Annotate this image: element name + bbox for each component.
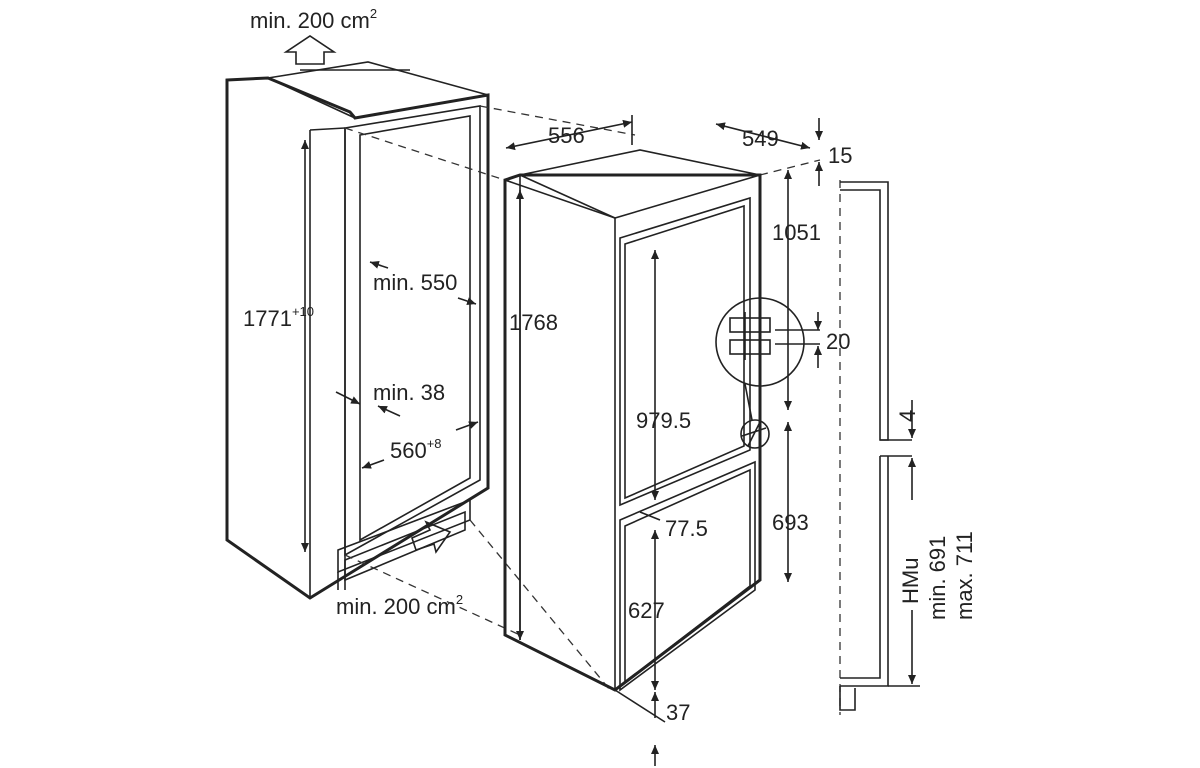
lower-section-label: 693 bbox=[772, 510, 809, 535]
door-gap-label: 4 bbox=[895, 410, 920, 422]
appliance-height-label: 1768 bbox=[509, 310, 558, 335]
niche-cabinet bbox=[225, 61, 490, 600]
upper-door-label: 979.5 bbox=[636, 408, 691, 433]
hmu-max-label: max. 711 bbox=[952, 531, 977, 620]
vent-bottom-arrow-icon bbox=[411, 520, 452, 554]
appliance-width-label: 556 bbox=[548, 123, 585, 148]
top-gap-label: 15 bbox=[828, 143, 852, 168]
vent-top-label: min. 200 cm2 bbox=[250, 6, 377, 33]
hinge-gap-label: 20 bbox=[826, 329, 850, 354]
appliance-depth-label: 549 bbox=[742, 126, 779, 151]
lower-door-label: 627 bbox=[628, 598, 665, 623]
niche-width-arrow-right bbox=[455, 421, 479, 431]
niche-depth-label: min. 550 bbox=[373, 270, 457, 295]
niche-width-label: 560+8 bbox=[390, 436, 442, 463]
niche-depth-arrow-right bbox=[457, 297, 477, 305]
door-offset-label: 77.5 bbox=[665, 516, 708, 541]
wall-gap-label: min. 38 bbox=[373, 380, 445, 405]
niche-width-arrow-left bbox=[361, 459, 385, 469]
bottom-gap-label: 37 bbox=[666, 700, 690, 725]
wall-gap-arrow-left bbox=[335, 391, 361, 405]
appliance-depth-dimension bbox=[715, 122, 811, 150]
hmu-label: HMu bbox=[898, 558, 923, 604]
appliance-width-dimension bbox=[505, 119, 633, 151]
vent-top-arrow-icon bbox=[283, 35, 337, 65]
hmu-min-label: min. 691 bbox=[925, 536, 950, 620]
upper-section-label: 1051 bbox=[772, 220, 821, 245]
side-profile bbox=[839, 180, 920, 715]
vent-bottom-label: min. 200 cm2 bbox=[336, 592, 463, 619]
niche-height-label: 1771+10 bbox=[243, 304, 314, 331]
niche-depth-arrow-left bbox=[369, 261, 389, 269]
hinge-detail bbox=[715, 297, 820, 449]
wall-gap-arrow-right bbox=[377, 405, 401, 417]
